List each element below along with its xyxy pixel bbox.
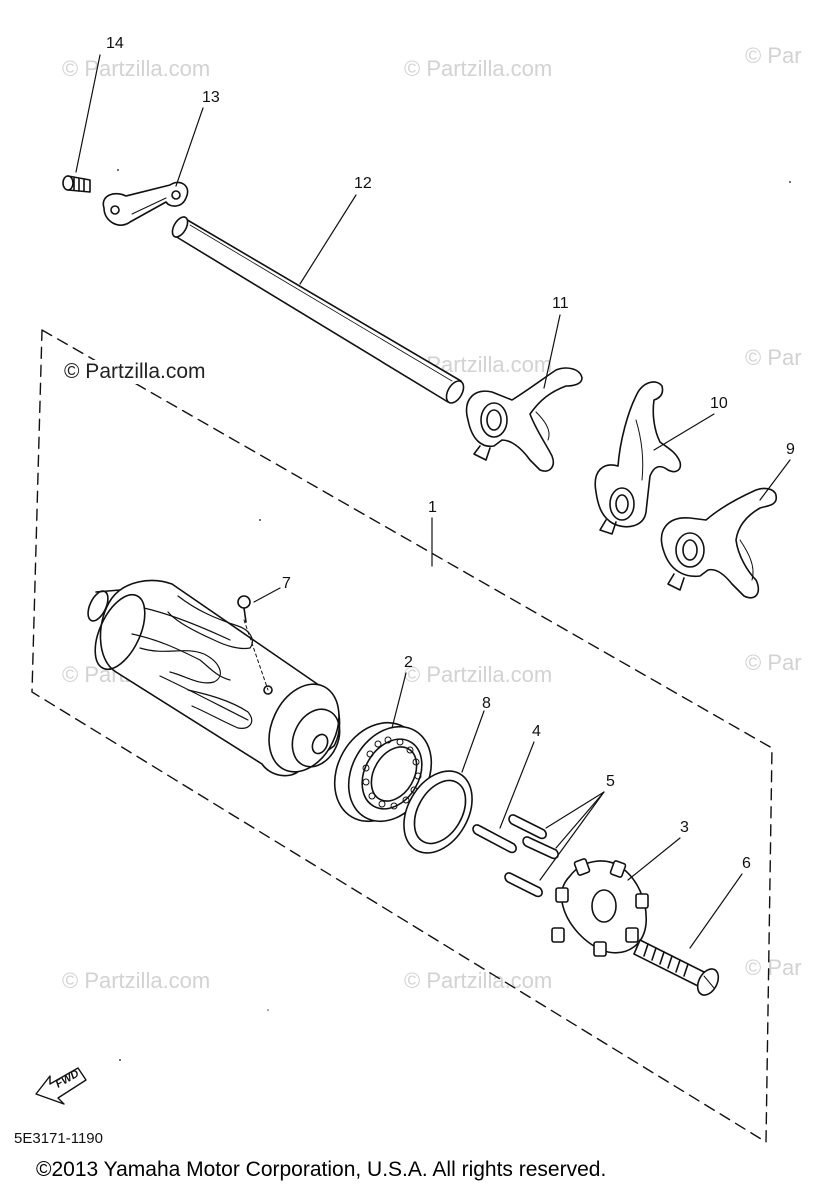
callout-5: 5 [606, 773, 615, 790]
part-7-pin [237, 595, 269, 691]
callout-12: 12 [354, 175, 372, 192]
part-9-shift-fork [660, 487, 778, 599]
leader-13 [175, 107, 204, 187]
leader-9 [759, 459, 791, 501]
callout-11: 11 [552, 295, 569, 312]
leader-5a [545, 791, 605, 829]
leader-14 [75, 54, 101, 173]
callout-8: 8 [482, 695, 491, 712]
part-1-shift-drum [87, 579, 341, 777]
watermark: © Partzilla.com [62, 360, 208, 384]
callout-6: 6 [742, 855, 751, 872]
part-2-bearing [333, 721, 433, 823]
diagram-code: 5E3171-1190 [14, 1130, 103, 1147]
watermark: © Par [745, 650, 802, 675]
watermark: © Par [745, 43, 802, 68]
part-4-dowel [472, 824, 517, 854]
part-8-ring [403, 770, 473, 854]
watermark: © Partzilla.com [62, 968, 211, 993]
part-10-shift-fork [594, 381, 682, 535]
callout-10: 10 [710, 395, 728, 412]
leader-2 [391, 672, 407, 729]
part-6-bolt [633, 939, 720, 996]
watermark: © Partzilla.com [62, 56, 211, 81]
leader-12 [299, 194, 357, 285]
part-14-screw [62, 175, 91, 193]
callout-9: 9 [786, 441, 795, 458]
callout-1: 1 [428, 499, 437, 516]
leader-5b [555, 791, 605, 849]
watermark: © Partzilla.com [404, 662, 553, 687]
callout-4: 4 [532, 723, 541, 740]
watermark: © Partzilla.com [404, 968, 553, 993]
part-5-dowels [504, 814, 559, 898]
leader-11 [543, 314, 561, 389]
leader-4 [499, 741, 535, 829]
leader-3 [627, 837, 681, 881]
watermark: © Par [745, 955, 802, 980]
callout-3: 3 [680, 819, 689, 836]
part-12-shaft [171, 216, 465, 404]
watermark: © Par [745, 345, 802, 370]
watermark: © Partzilla.com [404, 56, 553, 81]
leader-7 [253, 587, 281, 603]
callout-2: 2 [404, 654, 413, 671]
callout-13: 13 [202, 89, 220, 106]
leader-5c [539, 791, 605, 881]
copyright-notice: ©2013 Yamaha Motor Corporation, U.S.A. A… [36, 1158, 607, 1181]
callout-7: 7 [282, 575, 291, 592]
part-11-shift-fork [465, 367, 583, 472]
fwd-arrow-icon [35, 1067, 87, 1105]
callout-14: 14 [106, 35, 124, 52]
leader-10 [653, 413, 715, 451]
leader-6 [689, 873, 743, 949]
part-3-segment [551, 858, 649, 957]
assembly-boundary [31, 329, 773, 1143]
part-13-plate [102, 181, 189, 226]
leader-8 [461, 710, 485, 773]
